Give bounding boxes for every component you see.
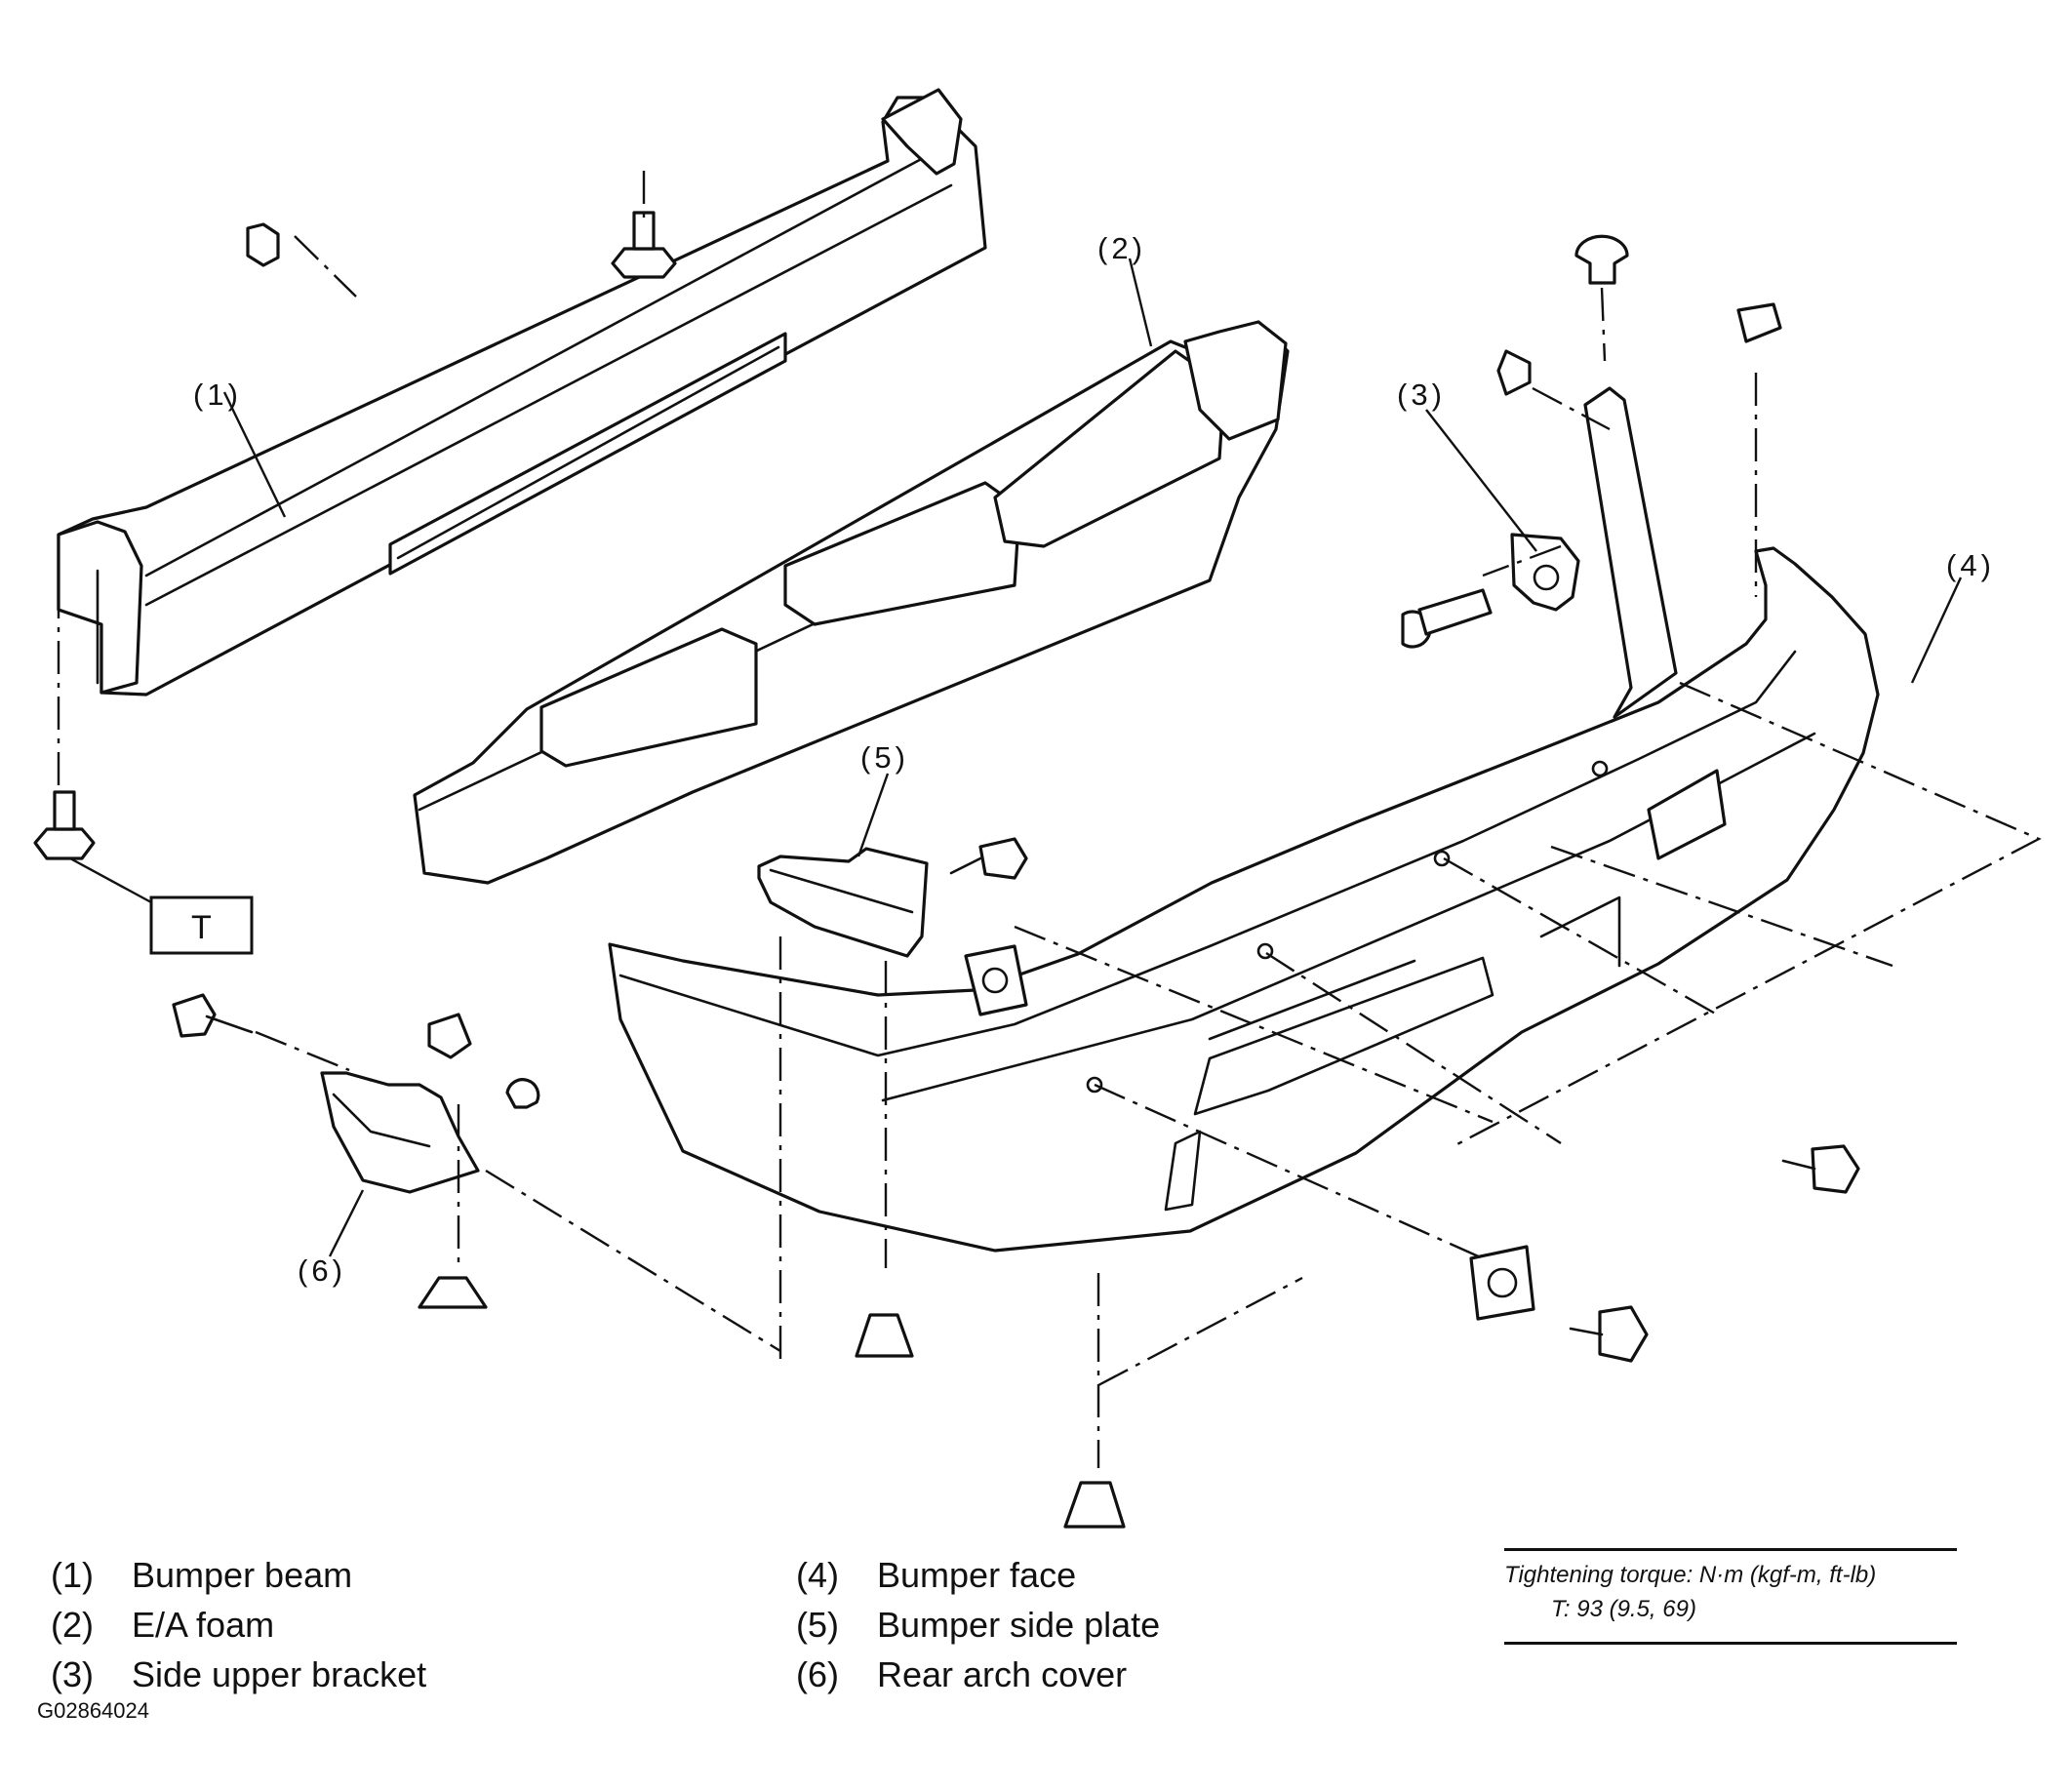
bolt-arch-cover [172,993,254,1038]
torque-note: Tightening torque: N·m (kgf-m, ft-lb) T:… [1504,1548,1957,1645]
legend-number: (6) [796,1654,839,1694]
torque-value: T: 93 (9.5, 69) [1551,1596,1696,1622]
push-clip-arch-right [505,1078,540,1109]
bumper-side-plate [757,847,929,958]
legend-item: (2) E/A foam [51,1600,426,1650]
legend-item: (4) Bumper face [796,1550,1160,1600]
legend-left: (1) Bumper beam (2) E/A foam (3) Side upper… [51,1550,426,1699]
torque-rule-top [1504,1548,1957,1551]
ea-foam [413,320,1290,885]
nut-square [964,944,1028,1016]
callout-6: (6) [298,1254,346,1288]
nut-square-bottom [1469,1245,1535,1321]
push-pin-center-bottom [855,1313,914,1358]
leader-2 [1128,258,1153,347]
clip-square-top-right [1736,302,1782,343]
legend-label: Side upper bracket [132,1654,427,1694]
legend-number: (5) [796,1605,839,1645]
legend-label: Rear arch cover [877,1654,1128,1694]
side-upper-bracket [1401,533,1580,649]
leader-5 [857,773,890,857]
legend-number: (1) [51,1555,94,1595]
legend-number: (3) [51,1654,94,1694]
clip-small-top [246,222,280,267]
bolt-beam-top [611,211,677,279]
legend-item: (6) Rear arch cover [796,1650,1160,1699]
bumper-face [608,386,1880,1253]
callout-3: (3) [1397,378,1446,412]
legend-label: Bumper side plate [877,1605,1161,1645]
leader-6 [328,1189,365,1257]
bolt-side-plate [949,837,1028,880]
centerlines [57,171,2042,1468]
callout-5: (5) [860,740,909,775]
leader-t [69,856,152,904]
screw-right [1781,1144,1860,1194]
bolt-beam-left [33,790,96,860]
push-pin-arch-bottom [418,1276,488,1309]
legend-item: (5) Bumper side plate [796,1600,1160,1650]
leader-3 [1425,409,1537,552]
push-clip-arch [427,1013,472,1059]
callout-2: (2) [1097,231,1146,265]
callout-1: (1) [193,378,242,412]
legend-label: Bumper beam [132,1555,353,1595]
torque-rule-bottom [1504,1642,1957,1645]
legend-right: (4) Bumper face (5) Bumper side plate (6) R… [796,1550,1160,1699]
leader-1 [222,391,287,518]
push-pin-bottom [1063,1481,1126,1529]
legend-item: (3) Side upper bracket [51,1650,426,1699]
torque-heading: Tightening torque: N·m (kgf-m, ft-lb) [1504,1562,1877,1588]
figure-id: G02864024 [37,1698,149,1723]
leader-4 [1910,577,1963,684]
legend-label: E/A foam [132,1605,275,1645]
push-clip-upper-left [1496,349,1532,396]
torque-box-t: T [149,896,254,955]
legend-label: Bumper face [877,1555,1077,1595]
push-clip-top [1574,234,1629,285]
legend-item: (1) Bumper beam [51,1550,426,1600]
legend-number: (4) [796,1555,839,1595]
rear-arch-cover [320,1071,480,1194]
callout-4: (4) [1946,548,1995,582]
legend-number: (2) [51,1605,94,1645]
torque-box-label: T [191,909,212,946]
screw-bottom-right [1569,1305,1649,1363]
bumper-beam [57,88,987,696]
